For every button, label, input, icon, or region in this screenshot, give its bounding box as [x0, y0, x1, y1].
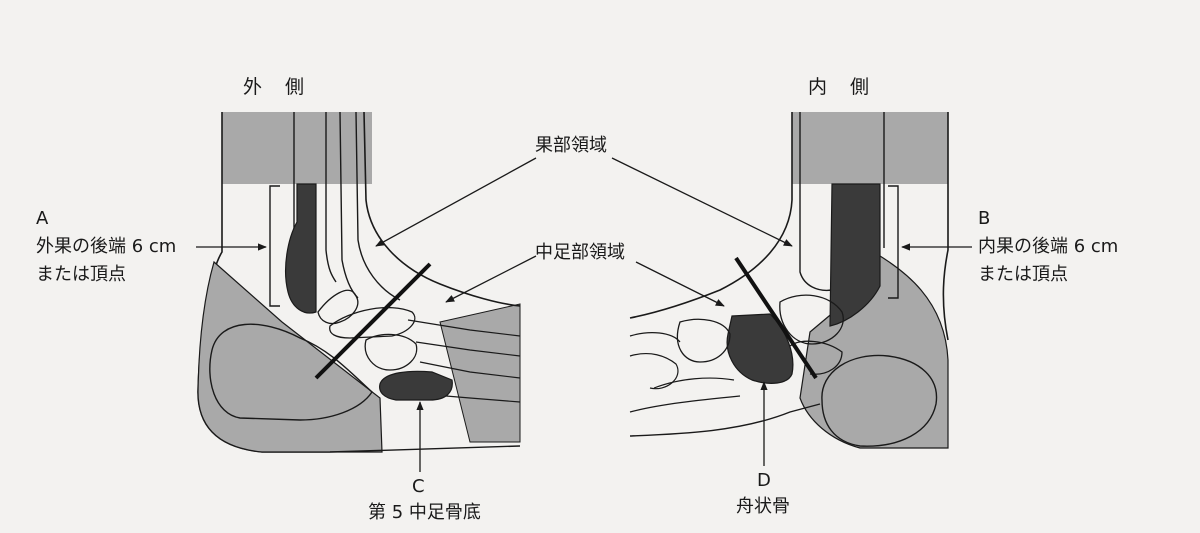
- medial-heel-zone: [799, 249, 949, 449]
- point-a-line2: または頂点: [36, 264, 126, 285]
- medial-calcaneus: [821, 354, 938, 447]
- lateral-midfoot-line: [314, 262, 432, 380]
- fifth-metatarsal-base-dark: [379, 370, 453, 401]
- point-c-letter: C: [412, 476, 425, 497]
- lateral-heel-zone: [197, 260, 383, 453]
- annotation-arrows: [196, 157, 972, 472]
- malleolar-region-label: 果部領域: [535, 135, 607, 156]
- point-b-letter: B: [978, 208, 991, 229]
- arrow-malleolar-right: [611, 157, 793, 247]
- medial-malleolus-dark: [829, 183, 881, 327]
- arrow-midfoot-right: [635, 261, 725, 307]
- medial-side-title: 内 側: [808, 76, 872, 98]
- lateral-calcaneus: [209, 323, 373, 421]
- lateral-anterior-outline: [363, 111, 521, 307]
- point-a-letter: A: [36, 208, 49, 229]
- lateral-upper-zone: [222, 112, 372, 184]
- medial-upper-zone: [792, 112, 948, 184]
- point-a-line1: 外果の後端 6 cm: [36, 236, 177, 257]
- point-b-line2: または頂点: [978, 264, 1068, 285]
- lateral-ankle-view: [197, 111, 521, 453]
- medial-midfoot-line: [734, 256, 818, 380]
- point-c-name: 第 5 中足骨底: [368, 502, 481, 523]
- point-b-line1: 内果の後端 6 cm: [978, 236, 1119, 257]
- lateral-side-title: 外 側: [243, 76, 307, 98]
- bracket-a: [269, 185, 280, 307]
- point-d-name: 舟状骨: [736, 496, 790, 517]
- medial-anterior-outline: [629, 112, 793, 319]
- arrow-malleolar-left: [375, 157, 537, 247]
- arrow-midfoot-left: [445, 255, 537, 303]
- point-d-letter: D: [757, 470, 771, 491]
- medial-ankle-view: [629, 112, 949, 449]
- lateral-malleolus-dark: [285, 183, 317, 314]
- midfoot-region-label: 中足部領域: [535, 242, 625, 263]
- bracket-b: [888, 185, 899, 299]
